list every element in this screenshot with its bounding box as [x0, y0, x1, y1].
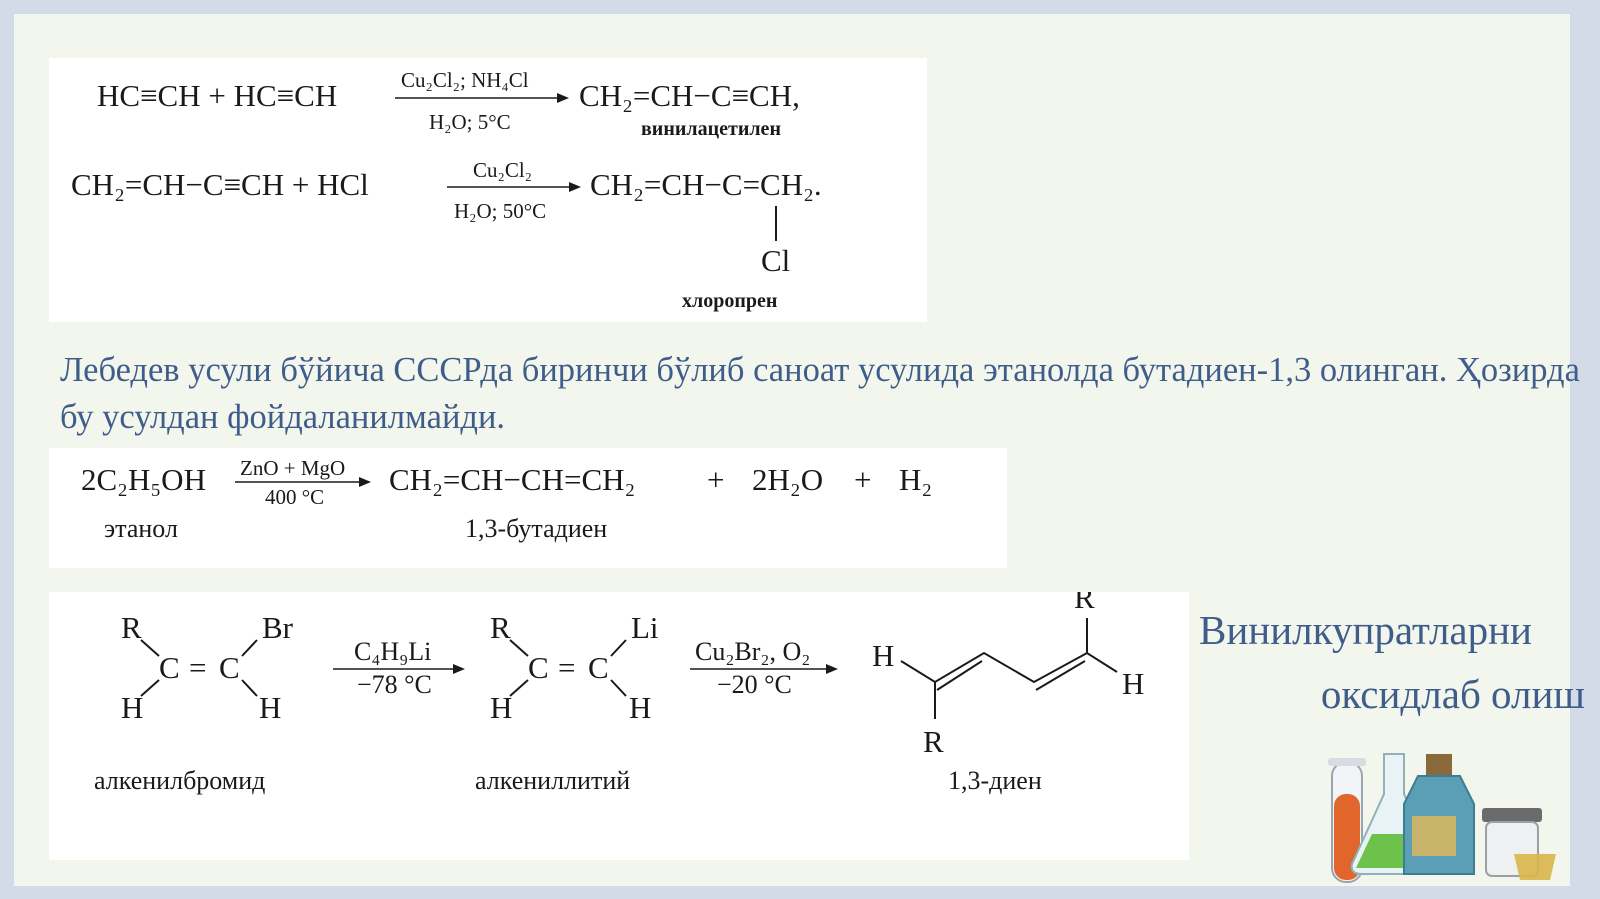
reaction4-arrow-2-head	[826, 664, 838, 674]
alkenyl-lithium-structure: R Li H H C = C алкениллитий	[475, 610, 659, 795]
vinylacetylene-label: винилацетилен	[641, 118, 781, 140]
chlorine-substituent: Cl	[761, 243, 790, 278]
reaction-panel-lebedev: 2C₂H₅OH ZnO + MgO 400 °C CH₂=CH−CH=CH₂ +…	[49, 448, 1007, 568]
diene-chain	[900, 651, 1118, 684]
m1-bond-br	[241, 679, 258, 697]
reaction1-arrow-head	[557, 93, 569, 103]
m2-substituent-tl: R	[490, 610, 511, 645]
alkenyl-bromide-structure: R Br H H C = C алкенилбромид	[94, 610, 294, 795]
jar-lid	[1482, 808, 1542, 822]
reaction2-arrow-head	[569, 182, 581, 192]
reaction4-reagent1-top: C₄H₉Li	[354, 637, 431, 666]
cuprate-scheme: R Br H H C = C алкенилбромид C₄H₉Li −78 …	[94, 580, 1144, 795]
m2-carbon-2: C	[588, 650, 609, 685]
hydrogen-formula: H₂	[899, 462, 932, 497]
alkenyl-lithium-label: алкениллитий	[475, 766, 630, 795]
slide: HC≡CH + HC≡CH Cu₂Cl₂; NH₄Cl H₂O; 5°C CH₂…	[14, 14, 1585, 886]
bottle-cap	[1426, 754, 1452, 776]
reaction2-reactants: CH₂=CH−C≡CH + HCl	[71, 167, 369, 202]
m1-substituent-bl: H	[121, 690, 143, 725]
diene-r-top: R	[1074, 592, 1095, 615]
butadiene-formula: CH₂=CH−CH=CH₂	[389, 462, 635, 497]
diene-h-right: H	[1122, 666, 1144, 701]
reaction3-reagent-bottom: 400 °C	[265, 485, 324, 509]
m2-bond-bl	[509, 679, 529, 697]
diene-h-left: H	[872, 638, 894, 673]
diene-label: 1,3-диен	[948, 766, 1042, 795]
m2-bond-tl	[509, 639, 529, 657]
m1-substituent-tr: Br	[262, 610, 294, 645]
m1-carbon-2: C	[219, 650, 240, 685]
butadiene-label: 1,3-бутадиен	[465, 514, 607, 543]
beaker-icon	[1514, 854, 1556, 880]
m2-substituent-tr: Li	[631, 610, 659, 645]
reaction1-reagent-top: Cu₂Cl₂; NH₄Cl	[401, 68, 529, 92]
ethanol-formula: 2C₂H₅OH	[81, 462, 206, 497]
reaction3-arrow-head	[359, 477, 371, 487]
diene-structure: H R R H 1,3-диен	[872, 580, 1144, 795]
lab-glassware-illustration	[1328, 753, 1556, 883]
reaction4-reagent1-bottom: −78 °C	[357, 670, 432, 699]
m1-bond-bl	[140, 679, 160, 697]
reaction4-reagent2-bottom: −20 °C	[717, 670, 792, 699]
m2-substituent-bl: H	[490, 690, 512, 725]
chloroprene-label: хлоропрен	[682, 290, 777, 312]
side-title: Винилкупратларни оксидлаб олиш	[1199, 598, 1599, 726]
m1-bond-tl	[140, 639, 160, 657]
reaction2-reagent-bottom: H₂O; 50°C	[454, 199, 546, 223]
plus-sign-1: +	[707, 462, 724, 497]
water-formula: 2H₂O	[752, 462, 823, 497]
reaction1-reagent-bottom: H₂O; 5°C	[429, 110, 511, 134]
alkenyl-bromide-label: алкенилбромид	[94, 766, 265, 795]
plus-sign-2: +	[854, 462, 871, 497]
side-title-line2: оксидлаб олиш	[1320, 671, 1585, 717]
m1-substituent-tl: R	[121, 610, 142, 645]
m2-double-bond: =	[558, 650, 575, 685]
lebedev-scheme: 2C₂H₅OH ZnO + MgO 400 °C CH₂=CH−CH=CH₂ +…	[81, 456, 932, 543]
m1-carbon-1: C	[159, 650, 180, 685]
diene-double-bond-1	[936, 660, 983, 691]
diene-r-bottom: R	[923, 724, 944, 759]
diene-double-bond-2	[1035, 660, 1086, 691]
reaction4-reagent2-top: Cu₂Br₂, O₂	[695, 637, 810, 666]
bottle-label	[1412, 816, 1456, 856]
reaction3-reagent-top: ZnO + MgO	[240, 456, 345, 480]
m1-substituent-br: H	[259, 690, 281, 725]
reaction1-reactants: HC≡CH + HC≡CH	[97, 78, 337, 113]
reaction4-arrow-1-head	[453, 664, 465, 674]
side-title-line1: Винилкупратларни	[1199, 607, 1532, 653]
reaction2-product: CH₂=CH−C=CH₂.	[590, 167, 822, 202]
m2-carbon-1: C	[528, 650, 549, 685]
ethanol-label: этанол	[104, 514, 178, 543]
reaction2-reagent-top: Cu₂Cl₂	[473, 158, 532, 182]
m1-bond-tr	[241, 639, 258, 657]
reaction1-product: CH₂=CH−C≡CH,	[579, 78, 800, 113]
reaction-panel-cuprate: R Br H H C = C алкенилбромид C₄H₉Li −78 …	[49, 580, 1189, 860]
lebedev-paragraph: Лебедев усули бўйича СССРда биринчи бўли…	[60, 351, 1580, 436]
reaction-panel-chloroprene: HC≡CH + HC≡CH Cu₂Cl₂; NH₄Cl H₂O; 5°C CH₂…	[49, 58, 927, 322]
chloroprene-scheme: HC≡CH + HC≡CH Cu₂Cl₂; NH₄Cl H₂O; 5°C CH₂…	[71, 68, 822, 312]
m2-bond-br	[610, 679, 627, 697]
m1-double-bond: =	[189, 650, 206, 685]
m2-bond-tr	[610, 639, 627, 657]
m2-substituent-br: H	[629, 690, 651, 725]
